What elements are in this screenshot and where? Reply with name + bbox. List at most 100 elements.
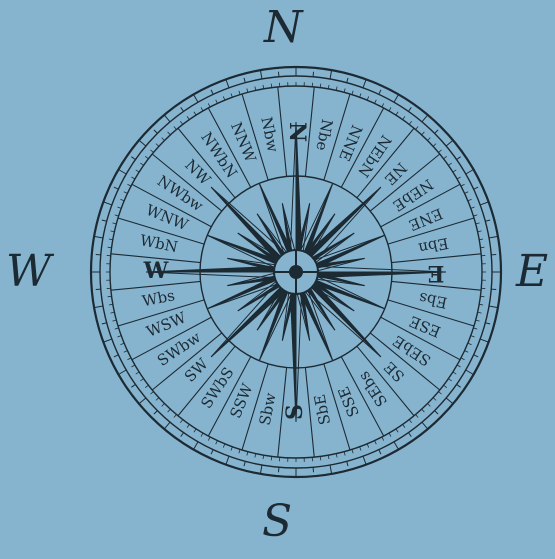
minor-tick: [112, 223, 116, 224]
north-label: N: [264, 6, 303, 50]
minor-tick: [247, 88, 248, 92]
degree-tick: [194, 94, 199, 102]
compass-point-label: SW: [181, 354, 212, 385]
minor-tick: [416, 126, 419, 129]
hub-dot: [289, 265, 303, 279]
minor-tick: [476, 223, 480, 224]
minor-tick: [367, 444, 369, 448]
degree-tick: [131, 384, 135, 387]
minor-tick: [255, 454, 256, 458]
minor-tick: [150, 392, 153, 395]
minor-tick: [124, 192, 128, 194]
degree-tick: [164, 422, 170, 429]
degree-tick: [485, 323, 490, 324]
degree-tick: [394, 94, 399, 102]
minor-tick: [453, 372, 456, 374]
minor-tick: [471, 207, 475, 208]
degree-tick: [330, 465, 332, 474]
degree-tick: [260, 70, 262, 79]
minor-tick: [239, 91, 240, 95]
compass-point-label: N: [284, 122, 310, 142]
minor-tick: [271, 456, 272, 460]
minor-tick: [194, 112, 196, 115]
degree-tick: [226, 456, 229, 464]
minor-tick: [120, 343, 124, 345]
minor-tick: [352, 449, 353, 453]
degree-tick: [139, 398, 146, 404]
minor-tick: [187, 424, 189, 427]
minor-tick: [150, 150, 153, 153]
compass-point-label: Sbw: [256, 391, 280, 427]
degree-tick: [422, 422, 428, 429]
compass-point-label: ENE: [406, 204, 445, 234]
minor-tick: [127, 184, 131, 186]
minor-tick: [336, 87, 337, 91]
degree-tick: [446, 398, 453, 404]
degree-tick: [489, 306, 498, 308]
degree-tick: [474, 187, 479, 189]
minor-tick: [480, 247, 484, 248]
degree-tick: [118, 370, 126, 375]
minor-tick: [375, 441, 377, 445]
minor-tick: [231, 447, 232, 451]
compass-point-label: SE: [380, 358, 408, 386]
minor-tick: [360, 93, 361, 97]
minor-tick: [336, 454, 337, 458]
minor-tick: [433, 144, 436, 147]
minor-tick: [471, 336, 475, 337]
degree-tick: [211, 450, 213, 455]
minor-tick: [111, 231, 115, 232]
degree-tick: [457, 384, 461, 387]
minor-tick: [168, 132, 171, 135]
minor-tick: [162, 404, 165, 407]
minor-tick: [344, 88, 345, 92]
minor-tick: [271, 84, 272, 88]
degree-tick: [446, 140, 453, 146]
minor-tick: [174, 414, 177, 417]
minor-tick: [465, 351, 469, 353]
minor-tick: [208, 103, 210, 107]
degree-tick: [457, 157, 461, 160]
degree-tick: [102, 220, 107, 221]
minor-tick: [117, 207, 121, 208]
degree-tick: [211, 90, 213, 95]
minor-tick: [140, 163, 143, 165]
minor-tick: [396, 429, 398, 432]
minor-tick: [478, 312, 482, 313]
degree-tick: [330, 70, 332, 79]
minor-tick: [396, 112, 398, 115]
degree-tick: [94, 306, 103, 308]
minor-tick: [320, 84, 321, 88]
degree-tick: [435, 130, 439, 134]
degree-tick: [379, 90, 381, 95]
minor-tick: [127, 358, 131, 360]
minor-tick: [187, 116, 189, 119]
minor-tick: [389, 107, 391, 110]
degree-tick: [480, 202, 488, 205]
degree-tick: [103, 202, 111, 205]
degree-tick: [154, 130, 158, 134]
minor-tick: [480, 296, 484, 297]
minor-tick: [468, 199, 472, 201]
minor-tick: [201, 107, 203, 110]
minor-tick: [428, 138, 431, 141]
minor-tick: [403, 424, 405, 427]
minor-tick: [389, 433, 391, 436]
minor-tick: [115, 328, 119, 329]
minor-tick: [208, 437, 210, 441]
degree-tick: [347, 78, 348, 83]
compass-point-label: Ebs: [418, 289, 449, 312]
minor-tick: [156, 144, 159, 147]
minor-tick: [180, 420, 182, 423]
minor-tick: [239, 449, 240, 453]
degree-tick: [181, 433, 184, 437]
minor-tick: [448, 163, 451, 165]
minor-tick: [473, 215, 477, 216]
minor-tick: [457, 177, 460, 179]
minor-tick: [117, 336, 121, 337]
degree-tick: [114, 355, 119, 357]
minor-tick: [124, 351, 128, 353]
minor-tick: [422, 409, 425, 412]
minor-tick: [344, 452, 345, 456]
minor-tick: [453, 170, 456, 172]
